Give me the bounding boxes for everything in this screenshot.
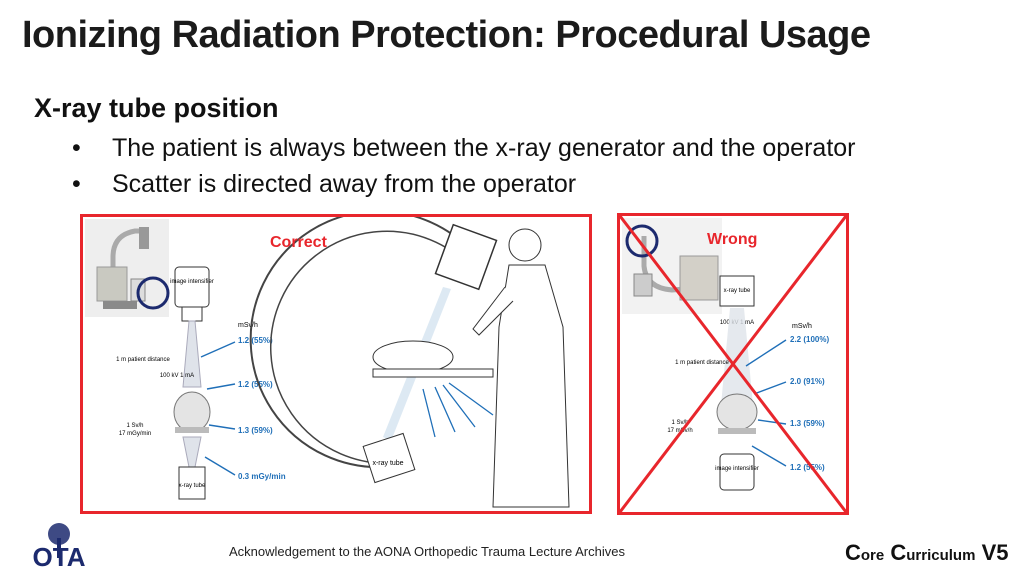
sv-line2: 17 mGy/min xyxy=(119,431,151,437)
xray-tube-label: x-ray tube xyxy=(179,483,206,489)
ota-logo: OTA xyxy=(33,523,86,570)
wrong-panel: x-ray tube 100 kV 1 mA image intensifier… xyxy=(617,213,849,515)
bullet-item: • The patient is always between the x-ray… xyxy=(72,130,856,166)
page-title: Ionizing Radiation Protection: Procedura… xyxy=(22,14,871,56)
wrong-dose-1: 2.2 (100%) xyxy=(790,335,829,344)
dose-2: 1.2 (55%) xyxy=(238,380,273,389)
image-intensifier-drawing xyxy=(434,223,498,291)
xray-tube-drawing xyxy=(362,432,416,484)
wrong-dose-3: 1.3 (59%) xyxy=(790,419,825,428)
cc-ore: ore xyxy=(860,547,885,564)
wrong-dose-2: 2.0 (91%) xyxy=(790,377,825,386)
patient-distance-label: 1 m patient distance xyxy=(116,357,170,363)
logo-text: OTA xyxy=(33,542,86,570)
correct-panel: image intensifier x-ray tube 1 m patient… xyxy=(80,210,592,514)
cc-c2: C xyxy=(890,540,907,565)
wrong-image-intensifier-box xyxy=(719,453,755,491)
bullet-text: The patient is always between the x-ray … xyxy=(112,134,856,162)
cross-line-2 xyxy=(618,215,848,513)
bullet-text: Scatter is directed away from the operat… xyxy=(112,170,577,198)
operator-head xyxy=(508,228,542,262)
c-arm-outline xyxy=(249,210,484,469)
wrong-msv-h-label: mSv/h xyxy=(792,323,812,330)
wrong-xray-tube-label: x-ray tube xyxy=(724,288,751,294)
bullet-item: • Scatter is directed away from the opera… xyxy=(72,166,856,202)
bullet-dot: • xyxy=(72,134,81,162)
sv-line1: 1 Sv/h xyxy=(126,423,143,429)
wrong-illustration: x-ray tube 100 kV 1 mA image intensifier… xyxy=(618,215,848,513)
wrong-highlight-circle xyxy=(625,224,659,258)
bullet-dot: • xyxy=(72,170,81,198)
wrong-dose-4: 1.2 (55%) xyxy=(790,463,825,472)
correct-label: Correct xyxy=(270,234,327,251)
operator-body xyxy=(492,264,570,508)
msv-h-label: mSv/h xyxy=(238,322,258,329)
kv-ma-label: 100 kV 1 mA xyxy=(160,373,194,379)
wrong-label: Wrong xyxy=(707,231,758,248)
dose-3: 1.3 (59%) xyxy=(238,426,273,435)
image-intensifier-box xyxy=(174,266,210,308)
dose-1: 1.2 (55%) xyxy=(238,336,273,345)
correct-illustration: image intensifier x-ray tube 1 m patient… xyxy=(85,210,570,508)
wrong-patient-distance-label: 1 m patient distance xyxy=(675,360,729,366)
section-heading: X-ray tube position xyxy=(34,93,279,123)
core-curriculum-badge: Core Curriculum V5 xyxy=(845,540,1008,566)
dose-4: 0.3 mGy/min xyxy=(238,472,286,481)
cc-urriculum: urriculum xyxy=(906,547,976,564)
bullet-list: • The patient is always between the x-ray… xyxy=(72,130,856,202)
acknowledgement-text: Acknowledgement to the AONA Orthopedic T… xyxy=(229,544,625,559)
wrong-xray-tube-box xyxy=(719,275,755,307)
highlight-circle xyxy=(136,276,170,310)
image-intensifier-label: image intensifier xyxy=(170,279,214,285)
drawing-tube-label: x-ray tube xyxy=(372,460,403,467)
wrong-sv-line1: 1 Sv/h xyxy=(671,420,688,426)
cc-version: V5 xyxy=(981,540,1009,565)
wrong-image-intensifier-label: image intensifier xyxy=(715,466,759,472)
xray-tube-box xyxy=(178,466,206,500)
cc-c1: C xyxy=(845,540,861,565)
